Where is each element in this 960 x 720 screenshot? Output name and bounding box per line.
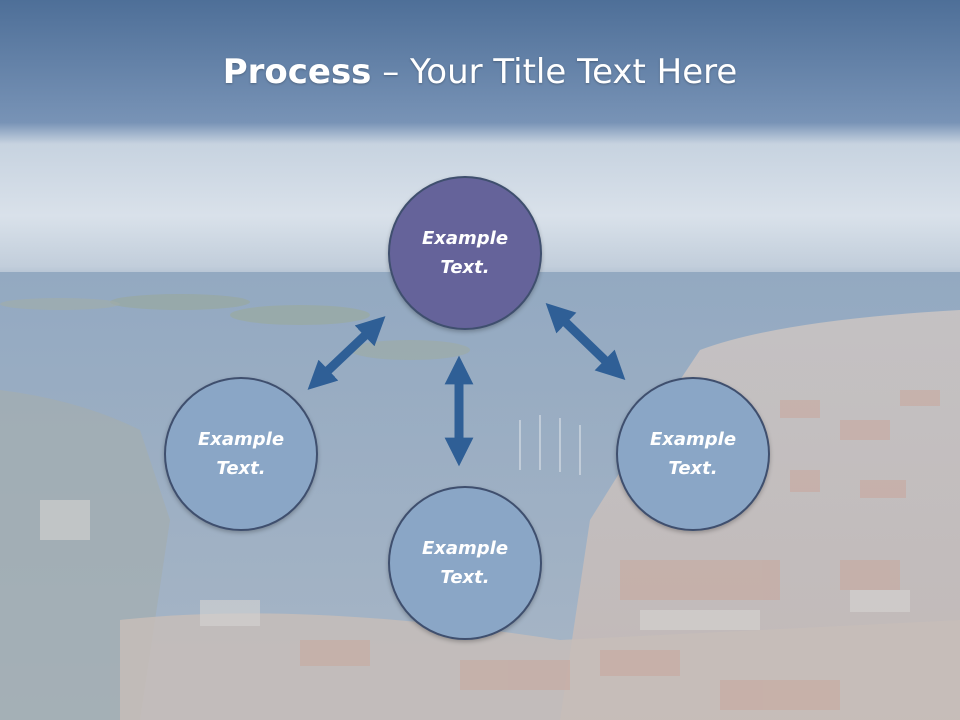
process-node-right: Example Text. — [616, 377, 770, 531]
process-node-bottom: Example Text. — [388, 486, 542, 640]
node-top-label: Example Text. — [421, 228, 509, 278]
arrow-right-top — [545, 302, 626, 381]
title-bold-word: Process — [222, 52, 372, 92]
node-right-label: Example Text. — [649, 429, 737, 479]
node-left-label: Example Text. — [197, 429, 285, 479]
slide-title: Process – Your Title Text Here — [0, 52, 960, 92]
arrow-left-top — [307, 316, 386, 390]
process-node-left: Example Text. — [164, 377, 318, 531]
process-node-top: Example Text. — [388, 176, 542, 330]
node-bottom-label: Example Text. — [421, 538, 509, 588]
title-rest: – Your Title Text Here — [371, 52, 738, 92]
